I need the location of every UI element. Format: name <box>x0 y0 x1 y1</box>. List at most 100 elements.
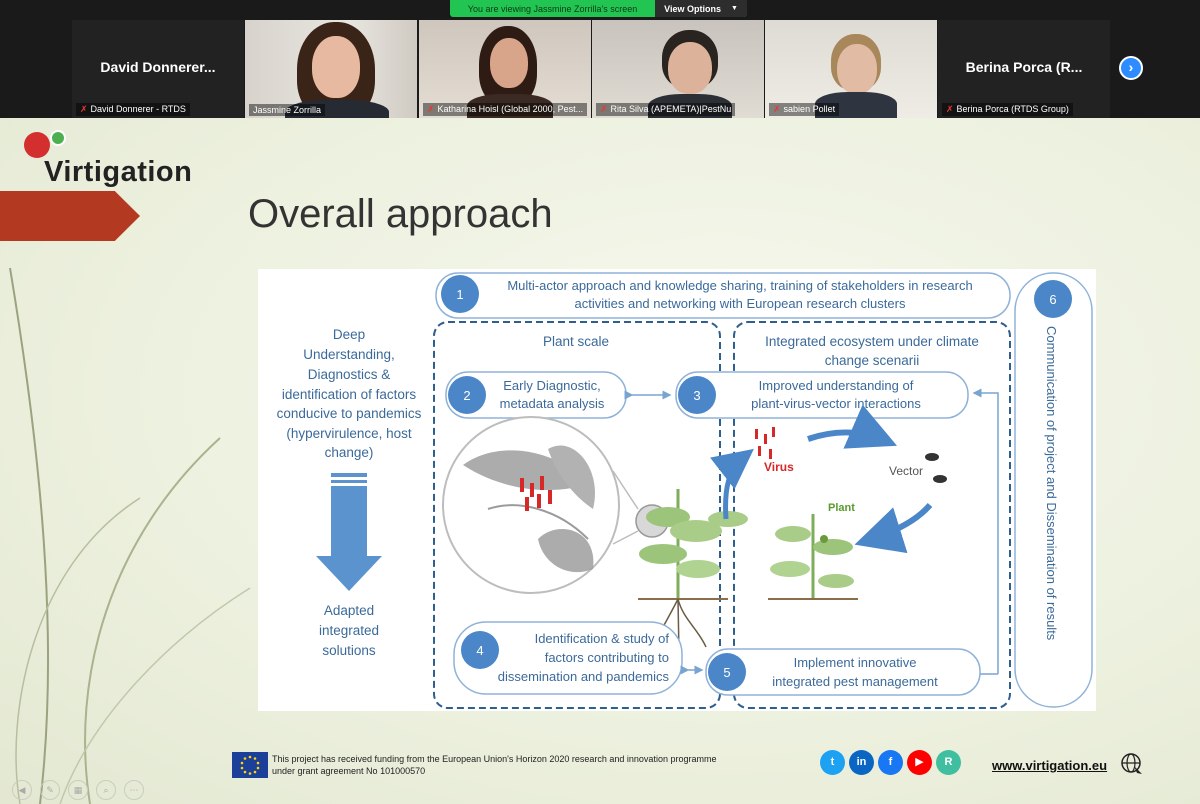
participant-label: ✗sabien Pollet <box>769 103 840 116</box>
researchgate-icon[interactable]: R <box>936 750 961 775</box>
bottom-line1: Adapted <box>324 603 374 618</box>
step2-number: 2 <box>463 388 470 403</box>
step2-line2: metadata analysis <box>500 396 605 411</box>
step4-line2: factors contributing to <box>545 650 669 665</box>
step4-pill <box>453 621 683 695</box>
logo-mark-flower <box>50 130 66 146</box>
left-line5: conducive to pandemics <box>277 406 422 421</box>
step5-badge <box>708 653 746 691</box>
logo-mark <box>24 132 50 158</box>
left-line7: change) <box>325 445 374 460</box>
ecosystem-line2: change scenarii <box>825 353 920 368</box>
participant-face <box>837 44 877 94</box>
plant-to-virus-arrow <box>710 448 754 520</box>
step6-number: 6 <box>1049 292 1056 307</box>
step1-pill <box>435 272 1011 319</box>
left-line2: Understanding, <box>303 347 395 362</box>
slideshow-prev-icon[interactable]: ◀ <box>12 780 32 800</box>
participant-label: ✗Rita Silva (APEMETA)|PestNu <box>596 103 736 116</box>
feedback-arrow <box>972 388 999 674</box>
virtigation-logo: Virtigation <box>44 156 193 188</box>
virus-marks <box>755 427 775 459</box>
facebook-icon[interactable]: f <box>878 750 903 775</box>
step1-badge <box>441 275 479 313</box>
step5-line1: Implement innovative <box>794 655 917 670</box>
chevron-right-icon: › <box>1128 59 1134 75</box>
participant-tile-david[interactable]: David Donnerer... ✗David Donnerer - RTDS <box>72 20 244 118</box>
participant-tile-rita[interactable]: ✗Rita Silva (APEMETA)|PestNu <box>592 20 764 118</box>
participant-label: ✗David Donnerer - RTDS <box>76 103 190 116</box>
decorative-leaves <box>9 267 251 804</box>
mic-muted-icon: ✗ <box>427 104 435 114</box>
diagram-canvas: 1 Multi-actor approach and knowledge sha… <box>277 272 1093 709</box>
step3-badge <box>678 376 716 414</box>
step3-number: 3 <box>693 388 700 403</box>
bottom-line3: solutions <box>322 643 376 658</box>
left-line6: (hypervirulence, host <box>286 426 412 441</box>
step5-line2: integrated pest management <box>772 674 938 689</box>
leaf-illustration <box>463 445 595 573</box>
left-line4: identification of factors <box>282 387 417 402</box>
title-accent-arrow <box>0 191 140 241</box>
slideshow-pen-icon[interactable]: ✎ <box>40 780 60 800</box>
left-line1: Deep <box>333 327 365 342</box>
step6-text: Communication of project and Disseminati… <box>1044 326 1059 641</box>
mic-muted-icon: ✗ <box>773 104 781 114</box>
big-down-arrow <box>316 473 382 591</box>
mic-muted-icon: ✗ <box>600 104 608 114</box>
virus-to-vector-arrow <box>807 404 898 449</box>
slideshow-grid-icon[interactable]: ▦ <box>68 780 88 800</box>
globe-cursor-icon <box>1120 752 1144 781</box>
approach-diagram: 1 Multi-actor approach and knowledge sha… <box>258 269 1096 711</box>
step1-number: 1 <box>456 287 463 302</box>
participant-tile-katharina[interactable]: ✗Katharina Hoisl (Global 2000, Pest... <box>419 20 591 118</box>
ecosystem-line1: Integrated ecosystem under climate <box>765 334 979 349</box>
participant-tile-sabien[interactable]: ✗sabien Pollet <box>765 20 937 118</box>
step4-badge <box>461 631 499 669</box>
step4-number: 4 <box>476 643 483 658</box>
mic-muted-icon: ✗ <box>946 104 954 114</box>
view-options-button[interactable]: View Options ▼ <box>655 0 747 17</box>
step5-number: 5 <box>723 665 730 680</box>
chevron-down-icon: ▼ <box>730 5 738 12</box>
center-plant-illustration <box>638 489 748 655</box>
virus-label: Virus <box>764 460 794 474</box>
next-page-button[interactable]: › <box>1119 56 1143 80</box>
participant-face <box>312 36 360 98</box>
right-plant-illustration <box>768 514 858 600</box>
participant-name: Berina Porca (R... <box>965 59 1083 75</box>
step1-line2: activities and networking with European … <box>575 296 906 311</box>
participant-face <box>490 38 528 88</box>
plant-label: Plant <box>828 502 855 514</box>
website-link[interactable]: www.virtigation.eu <box>992 758 1108 773</box>
participant-name: David Donnerer... <box>100 59 216 75</box>
step1-line1: Multi-actor approach and knowledge shari… <box>507 278 972 293</box>
linkedin-icon[interactable]: in <box>849 750 874 775</box>
slideshow-more-icon[interactable]: ⋯ <box>124 780 144 800</box>
step5-pill <box>705 648 981 696</box>
participant-tile-jassmine[interactable]: Jassmine Zorrilla <box>245 20 417 118</box>
twitter-icon[interactable]: t <box>820 750 845 775</box>
step3-line2: plant-virus-vector interactions <box>751 396 921 411</box>
funding-line1: This project has received funding from t… <box>272 754 717 764</box>
plant-scale-label: Plant scale <box>543 334 609 349</box>
slide-title: Overall approach <box>248 192 553 236</box>
slideshow-zoom-icon[interactable]: ⌕ <box>96 780 116 800</box>
eu-flag-icon <box>232 752 268 778</box>
funding-notice: This project has received funding from t… <box>272 753 772 777</box>
view-options-label: View Options <box>664 3 721 14</box>
step6-badge <box>1034 280 1072 318</box>
virus-marks-leaf <box>520 476 552 511</box>
viewing-text: You are viewing Jassmine Zorrilla's scre… <box>467 3 638 14</box>
mic-muted-icon: ✗ <box>80 104 88 114</box>
bottom-line2: integrated <box>319 623 379 638</box>
funding-line2: under grant agreement No 101000570 <box>272 766 426 776</box>
step6-pill <box>1014 272 1093 708</box>
participant-tile-berina[interactable]: Berina Porca (R... ✗Berina Porca (RTDS G… <box>938 20 1110 118</box>
participant-face <box>668 42 712 94</box>
vector-insects <box>925 453 947 483</box>
step2-line1: Early Diagnostic, <box>503 378 601 393</box>
left-line3: Diagnostics & <box>308 367 391 382</box>
vector-to-plant-arrow <box>854 502 933 554</box>
youtube-icon[interactable]: ▶ <box>907 750 932 775</box>
